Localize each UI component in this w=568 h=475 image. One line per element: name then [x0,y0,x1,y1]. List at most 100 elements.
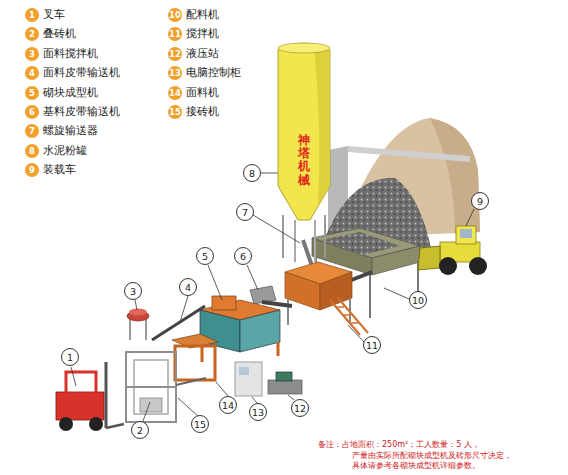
legend-number: 9 [25,163,39,177]
forklift [59,417,73,431]
legend-number: 7 [25,124,39,138]
callout-number: 4 [179,278,197,296]
legend-part-name: 叉车 [43,8,65,22]
leader-lines [253,215,300,243]
control-cabinet [235,362,262,396]
callout-number: 7 [236,203,254,221]
forklift [105,362,108,428]
legend-number: 4 [25,66,39,80]
forklift [56,392,104,420]
block-forming-machine [212,296,236,310]
callout-number: 14 [219,396,237,414]
callout-number: 15 [191,415,209,433]
control-cabinet [235,362,262,396]
face-material-mixer [127,309,149,341]
leader-lines [180,296,188,322]
legend-part-name: 面料机 [186,86,219,100]
face-material-machine [172,334,218,380]
wheel-loader [418,246,440,270]
callout-number: 13 [249,403,267,421]
mixer [343,314,351,316]
legend-part-name: 装载车 [43,163,76,177]
silo-brand-text: 神塔机械 [298,134,310,187]
mixer [287,298,289,325]
legend-number: 1 [25,8,39,22]
base-material-belt [250,286,292,306]
legend-part-name: 配料机 [186,8,219,22]
legend-number: 2 [25,27,39,41]
screw-conveyor [303,240,312,266]
legend-part-name: 接砖机 [186,105,219,119]
hydraulic-station [268,372,302,394]
cement-silo-legs [282,215,284,258]
block-stacker [140,398,162,412]
control-cabinet [239,367,249,375]
mixer [285,262,368,335]
mixer [338,298,368,333]
legend-number: 13 [168,66,182,80]
cement-silo-legs [324,215,326,258]
legend-part-name: 叠砖机 [43,27,76,41]
mixer [320,272,352,310]
bin-walls [348,146,470,162]
legend-number: 12 [168,47,182,61]
leader-lines [247,265,258,290]
wheel-loader [456,226,476,244]
callout-number: 6 [234,247,252,265]
leader-lines [71,367,76,386]
leader-lines [208,265,222,300]
silo-outline [274,36,334,222]
callout-number: 10 [409,291,427,309]
legend-part-name: 面料搅拌机 [43,47,98,61]
legend-part-name: 面料皮带输送机 [43,66,120,80]
legend-part-name: 基料皮带输送机 [43,105,120,119]
leader-lines [216,382,228,396]
face-material-mixer [129,309,147,316]
legend-number: 8 [25,144,39,158]
forklift [66,372,96,394]
legend-number: 6 [25,105,39,119]
base-material-belt [262,302,292,306]
callout-number: 12 [291,399,309,417]
sand-pile [430,118,480,234]
screw-conveyor [303,240,312,266]
callout-number: 8 [243,164,261,182]
face-material-mixer [129,318,131,340]
block-forming-machine [240,310,280,352]
legend-part-name: 砌块成型机 [43,86,98,100]
wheel-loader [460,229,472,238]
forklift [106,424,124,428]
hydraulic-station [276,372,292,381]
callout-number: 5 [196,247,214,265]
legend-number: 10 [168,8,182,22]
cement-silo-legs [314,220,316,262]
wheel-loader [469,257,487,275]
mixer [336,306,344,308]
block-stacker [126,386,176,388]
wheel-loader [439,257,457,275]
leader-lines [384,288,409,299]
wheel-loader [418,226,487,275]
callout-number: 9 [471,192,489,210]
leader-lines [143,402,150,421]
note-text: 备注：占地面积：250m²；工人数量：5 人， 产量由实际所配砌块成型机及砖形尺… [318,440,556,472]
face-material-mixer [145,318,147,340]
callout-number: 2 [131,421,149,439]
block-stacker [126,352,206,422]
cement-silo-legs [283,215,325,262]
leader-lines [71,173,474,421]
legend-number: 15 [168,105,182,119]
cement-silo-legs [294,220,296,262]
legend-part-name: 搅拌机 [186,27,219,41]
leader-lines [348,325,364,342]
hydraulic-station [268,380,302,394]
cement-silo: 神塔机械 [274,36,334,222]
batching-machine [369,275,371,318]
legend-number: 11 [168,27,182,41]
legend-part-name: 液压站 [186,47,219,61]
block-forming-machine [277,342,280,356]
callout-number: 3 [124,282,142,300]
legend-number: 5 [25,86,39,100]
callout-number: 1 [61,348,79,366]
forklift [56,362,124,431]
